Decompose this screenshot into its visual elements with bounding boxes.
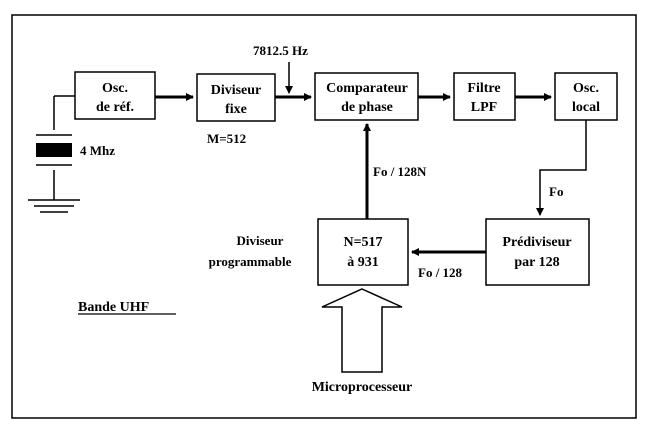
filtre-label-2: LPF bbox=[471, 100, 497, 115]
comparateur-label-1: Comparateur bbox=[326, 81, 408, 96]
div-prog-caption-2: programmable bbox=[209, 254, 292, 269]
filtre-block bbox=[453, 72, 516, 121]
diviseur-prog-block bbox=[317, 218, 409, 286]
crystal-icon bbox=[36, 95, 75, 200]
diviseur-fixe-label-2: fixe bbox=[225, 102, 247, 117]
m-value-label: M=512 bbox=[207, 131, 246, 146]
micro-input-arrow bbox=[321, 288, 403, 373]
ground-icon bbox=[28, 199, 80, 213]
osc-ref-label-1: Osc. bbox=[102, 81, 128, 96]
band-label: Bande UHF bbox=[78, 300, 149, 315]
fo-label: Fo bbox=[549, 184, 563, 199]
filtre-label-1: Filtre bbox=[467, 81, 500, 96]
diviseur-prog-label-2: à 931 bbox=[347, 255, 379, 270]
osc-local-block bbox=[554, 72, 618, 121]
osc-ref-label-2: de réf. bbox=[96, 100, 134, 115]
comparateur-label-2: de phase bbox=[341, 100, 393, 115]
ref-freq-label: 7812.5 Hz bbox=[253, 43, 308, 58]
fo-128n-label: Fo / 128N bbox=[373, 164, 427, 179]
micro-label: Microprocesseur bbox=[312, 380, 413, 395]
fo-128-label: Fo / 128 bbox=[418, 265, 463, 280]
diviseur-fixe-label-1: Diviseur bbox=[211, 83, 262, 98]
wire-osc-to-prediv bbox=[536, 120, 587, 216]
diviseur-prog-label-1: N=517 bbox=[343, 235, 382, 250]
div-prog-caption-1: Diviseur bbox=[237, 233, 284, 248]
diviseur-fixe-block bbox=[196, 73, 276, 122]
prediviseur-label-1: Prédiviseur bbox=[502, 235, 571, 250]
osc-ref-block bbox=[74, 71, 156, 120]
outer-frame bbox=[11, 14, 637, 419]
osc-local-label-1: Osc. bbox=[573, 81, 599, 96]
prediviseur-block bbox=[485, 218, 590, 286]
prediviseur-label-2: par 128 bbox=[514, 255, 559, 270]
osc-local-label-2: local bbox=[572, 100, 600, 115]
crystal-label: 4 Mhz bbox=[80, 143, 115, 158]
